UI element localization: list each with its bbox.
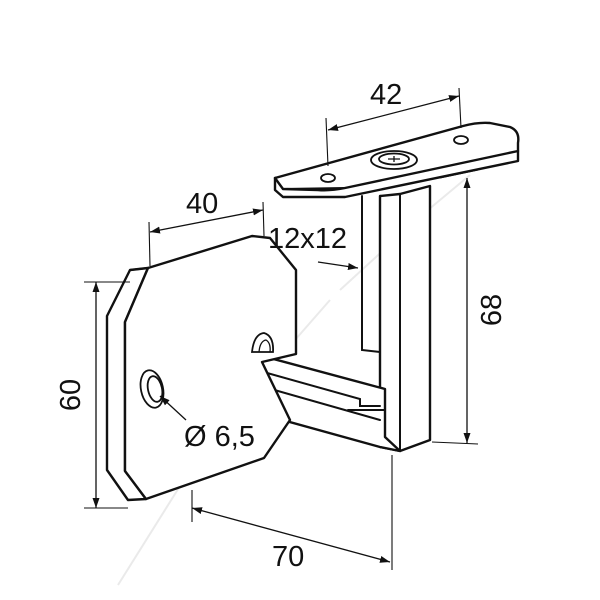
dimension-plate-height: 60 bbox=[55, 281, 130, 509]
dimension-bar-section: 12x12 bbox=[268, 223, 359, 270]
mounting-hole-right bbox=[250, 332, 274, 353]
top-plate bbox=[273, 121, 520, 199]
dim-label-hole: Ø 6,5 bbox=[184, 421, 255, 453]
wall-plate bbox=[105, 234, 298, 502]
dim-label-70: 70 bbox=[272, 541, 304, 573]
top-plate-hole-left bbox=[320, 173, 336, 183]
dimension-projection: 70 bbox=[191, 455, 393, 573]
dim-label-60: 60 bbox=[55, 379, 87, 411]
top-plate-hole-right bbox=[453, 135, 469, 145]
dim-label-68: 68 bbox=[476, 294, 508, 326]
dim-label-42: 42 bbox=[370, 79, 402, 111]
dim-label-40: 40 bbox=[186, 188, 218, 220]
dimension-top-plate-width: 42 bbox=[325, 79, 462, 167]
dimension-wall-plate-width: 40 bbox=[148, 188, 265, 267]
screw-head-icon bbox=[370, 150, 418, 170]
mounting-hole-left bbox=[139, 369, 165, 409]
dim-label-12x12: 12x12 bbox=[268, 223, 347, 255]
dimension-hole-diameter: Ø 6,5 bbox=[159, 395, 255, 453]
dimension-total-height: 68 bbox=[431, 169, 508, 445]
